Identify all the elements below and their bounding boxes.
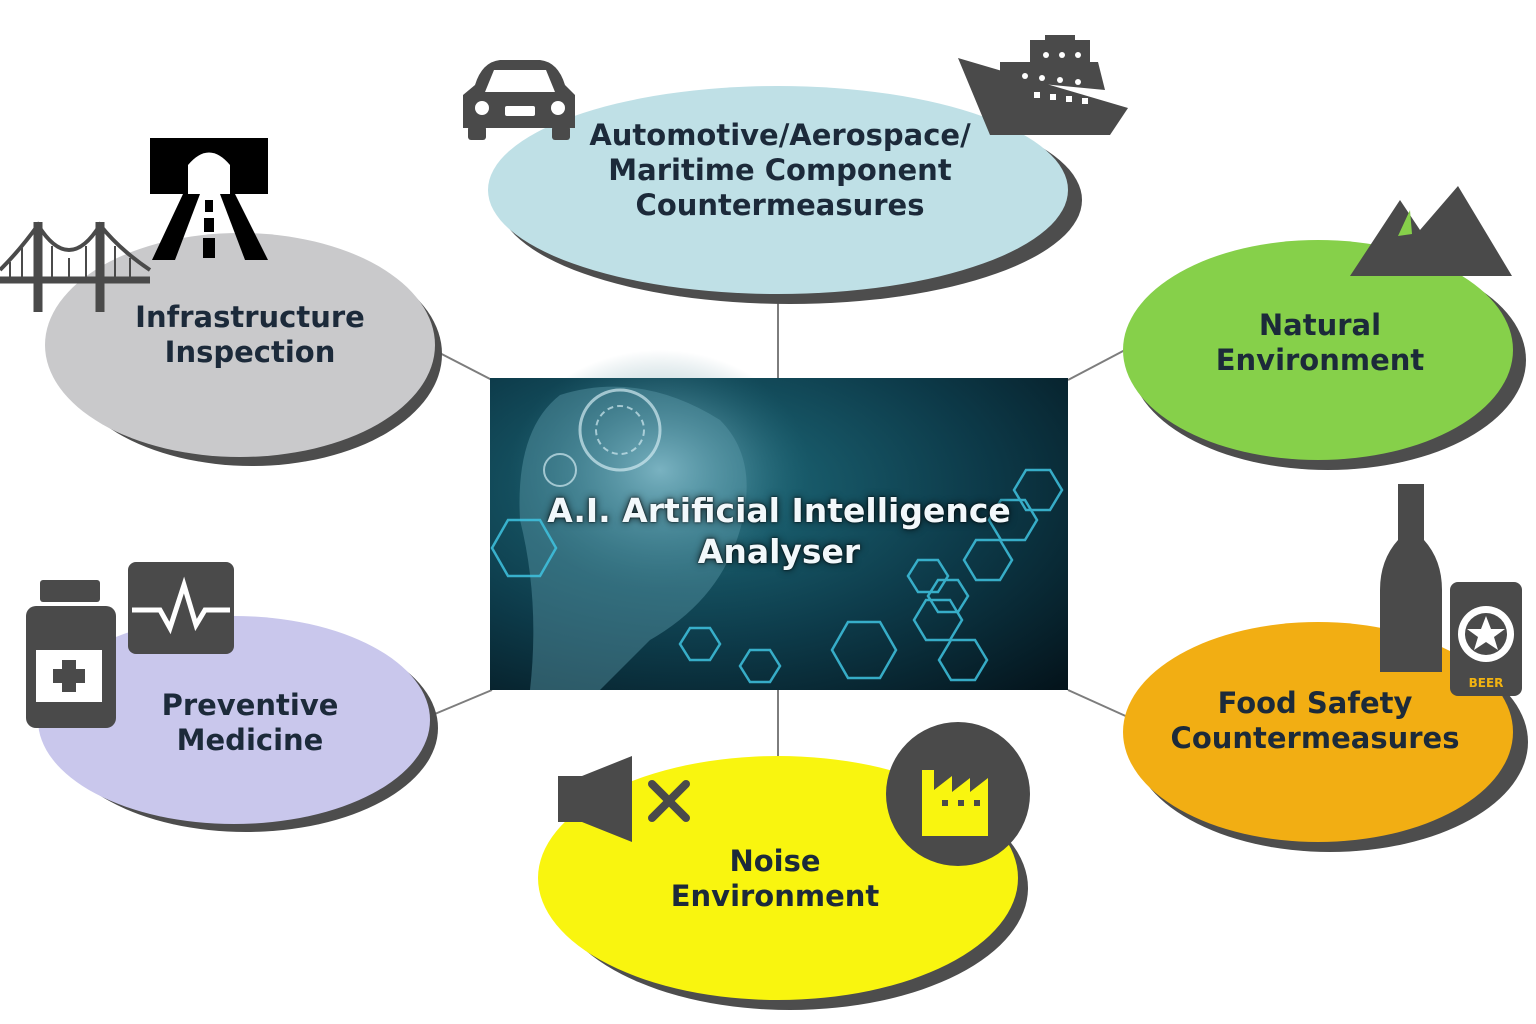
- car-icon: [463, 60, 575, 140]
- node-medicine-label: Preventive Medicine: [110, 688, 390, 758]
- medicine-line-1: Preventive: [161, 688, 339, 722]
- automotive-line-2: Maritime Component: [608, 152, 952, 187]
- node-noise-label: Noise Environment: [630, 844, 920, 914]
- node-automotive-label: Automotive/Aerospace/ Maritime Component…: [560, 118, 1000, 222]
- heart-monitor-icon: [128, 562, 234, 654]
- medicine-line-2: Medicine: [176, 722, 324, 757]
- factory-icon: [886, 722, 1030, 866]
- natural-line-2: Environment: [1215, 342, 1425, 377]
- node-medicine-ellipse: [38, 616, 430, 824]
- center-title-line-2: Analyser: [697, 532, 861, 572]
- node-food-ellipse: [1123, 622, 1513, 842]
- noise-line-1: Noise: [729, 844, 821, 878]
- noise-line-2: Environment: [670, 878, 880, 913]
- medicine-bottle-icon: [26, 580, 116, 728]
- beer-can-label: BEER: [1468, 676, 1504, 690]
- food-line-2: Countermeasures: [1170, 720, 1460, 755]
- mountain-icon: [1350, 186, 1512, 276]
- ai-analyser-panel: [490, 350, 1068, 690]
- infrastructure-line-1: Infrastructure: [135, 300, 365, 334]
- ship-icon: [958, 35, 1128, 135]
- tunnel-road-icon: [150, 138, 268, 260]
- natural-line-1: Natural: [1258, 308, 1382, 342]
- automotive-line-1: Automotive/Aerospace/: [589, 118, 971, 152]
- node-infrastructure-ellipse: [45, 233, 435, 457]
- speaker-muted-icon: [558, 756, 690, 842]
- beer-can-icon: [1450, 582, 1522, 696]
- node-food-label: Food Safety Countermeasures: [1160, 686, 1470, 756]
- food-line-1: Food Safety: [1217, 686, 1413, 720]
- node-natural-ellipse: [1123, 240, 1513, 460]
- node-natural-label: Natural Environment: [1180, 308, 1460, 378]
- center-title: A.I. Artificial Intelligence Analyser: [490, 490, 1068, 573]
- wine-bottle-icon: [1380, 484, 1442, 672]
- node-infrastructure-label: Infrastructure Inspection: [110, 300, 390, 370]
- bridge-icon: [0, 221, 152, 312]
- center-title-line-1: A.I. Artificial Intelligence: [547, 491, 1011, 530]
- node-automotive-ellipse: [488, 86, 1068, 294]
- automotive-line-3: Countermeasures: [635, 187, 925, 222]
- infrastructure-line-2: Inspection: [164, 334, 336, 369]
